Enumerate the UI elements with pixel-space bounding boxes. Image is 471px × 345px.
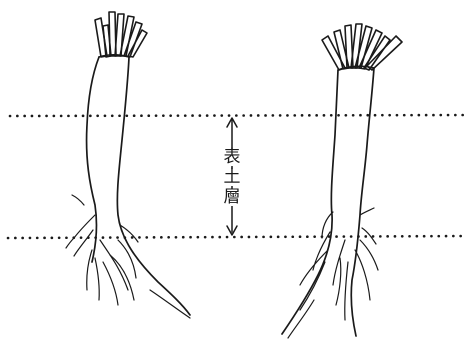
left-radish-stems (95, 12, 147, 57)
topsoil-label-char-1: 表 (222, 149, 242, 166)
left-radish-body (87, 57, 190, 315)
upper-soil-boundary-line (10, 115, 466, 116)
lower-soil-boundary-line (8, 236, 466, 238)
right-radish (282, 24, 402, 338)
topsoil-label-char-3: 層 (222, 189, 242, 206)
right-radish-rootlets (288, 208, 378, 338)
right-radish-body (282, 68, 374, 336)
left-radish (66, 12, 190, 318)
left-radish-rootlets (66, 195, 190, 318)
right-radish-stems (322, 24, 402, 70)
topsoil-label-char-2: 土 (222, 169, 242, 186)
